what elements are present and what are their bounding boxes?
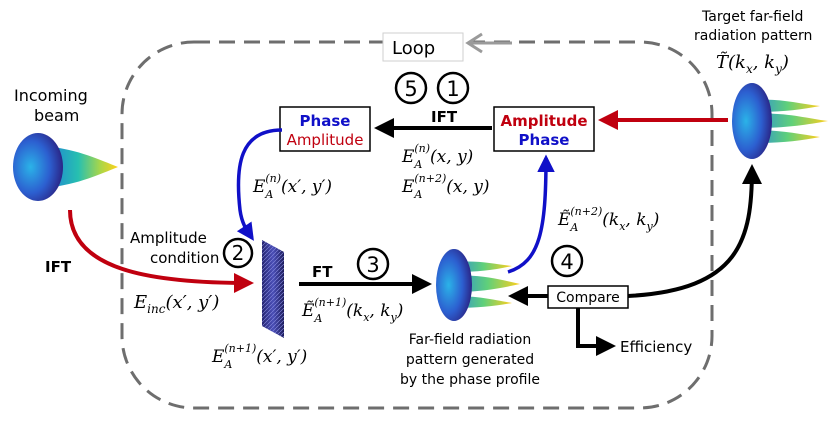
ea-n1-k-formula: ẼA(n+1)(kx, ky) [301, 296, 403, 325]
ea-n-xprime-formula: EA(n)(x′, y′) [252, 172, 332, 201]
compare-box [547, 285, 629, 309]
ift-left-arrow [68, 209, 254, 293]
svg-text:3: 3 [366, 253, 379, 277]
svg-text:2: 2 [232, 241, 245, 265]
svg-text:4: 4 [560, 250, 573, 274]
farfield-label-2: pattern generated [406, 352, 534, 368]
loop-label-box [382, 32, 464, 62]
step-4-badge: 4 [550, 244, 584, 278]
compare-to-target-arrow [627, 164, 762, 298]
target-formula: T̃(kx, ky) [716, 51, 789, 76]
amp-cond-label-2: condition [150, 249, 219, 267]
incoming-label-1: Incoming [14, 86, 88, 105]
ea-n2-xy-formula: EA(n+2)(x, y) [401, 172, 490, 201]
ift-top-label: IFT [431, 108, 458, 126]
phase-amplitude-box [279, 106, 371, 152]
metasurface-plate [262, 240, 284, 338]
amplitude-label: Amplitude [287, 131, 364, 149]
target-label-2: radiation pattern [694, 28, 812, 44]
amplitude-phase-box [493, 106, 595, 152]
pattern-to-phase-arrow [507, 154, 555, 274]
loop-direction-arrow [465, 32, 512, 54]
amplitude2-label: Amplitude [500, 112, 587, 130]
loop-label: Loop [392, 38, 435, 59]
ift-left-label: IFT [45, 258, 72, 276]
step-2-badge: 2 [222, 237, 254, 269]
phase2-label: Phase [519, 131, 570, 149]
farfield-label-3: by the phase profile [400, 372, 540, 388]
efficiency-label: Efficiency [620, 338, 692, 356]
phase-label: Phase [300, 112, 351, 130]
step-3-badge: 3 [356, 247, 390, 281]
loop-boundary [120, 40, 714, 410]
generated-pattern-icon [436, 249, 520, 321]
farfield-label-1: Far-field radiation [409, 332, 531, 348]
ea-n1-xprime-formula: EA(n+1)(x′, y′) [211, 342, 307, 371]
step-1-badge: 1 [436, 71, 470, 105]
ft-label: FT [312, 263, 333, 281]
compare-label: Compare [556, 290, 620, 306]
efficiency-arrow [576, 308, 616, 356]
amp-cond-label-1: Amplitude [130, 229, 207, 247]
svg-text:1: 1 [446, 77, 459, 101]
target-label-1: Target far-field [701, 9, 803, 25]
step-5-badge: 5 [394, 71, 428, 105]
ea-n-xy-formula: EA(n)(x, y) [401, 142, 473, 171]
einc-formula: Einc(x′, y′) [133, 292, 219, 316]
incoming-label-2: beam [34, 106, 79, 125]
target-pattern-icon [732, 83, 828, 159]
incoming-beam-icon [13, 133, 118, 201]
ea-n2-k-formula: ẼA(n+2)(kx, ky) [557, 205, 659, 234]
svg-text:5: 5 [404, 77, 417, 101]
phase-to-plate-arrow [236, 128, 283, 241]
